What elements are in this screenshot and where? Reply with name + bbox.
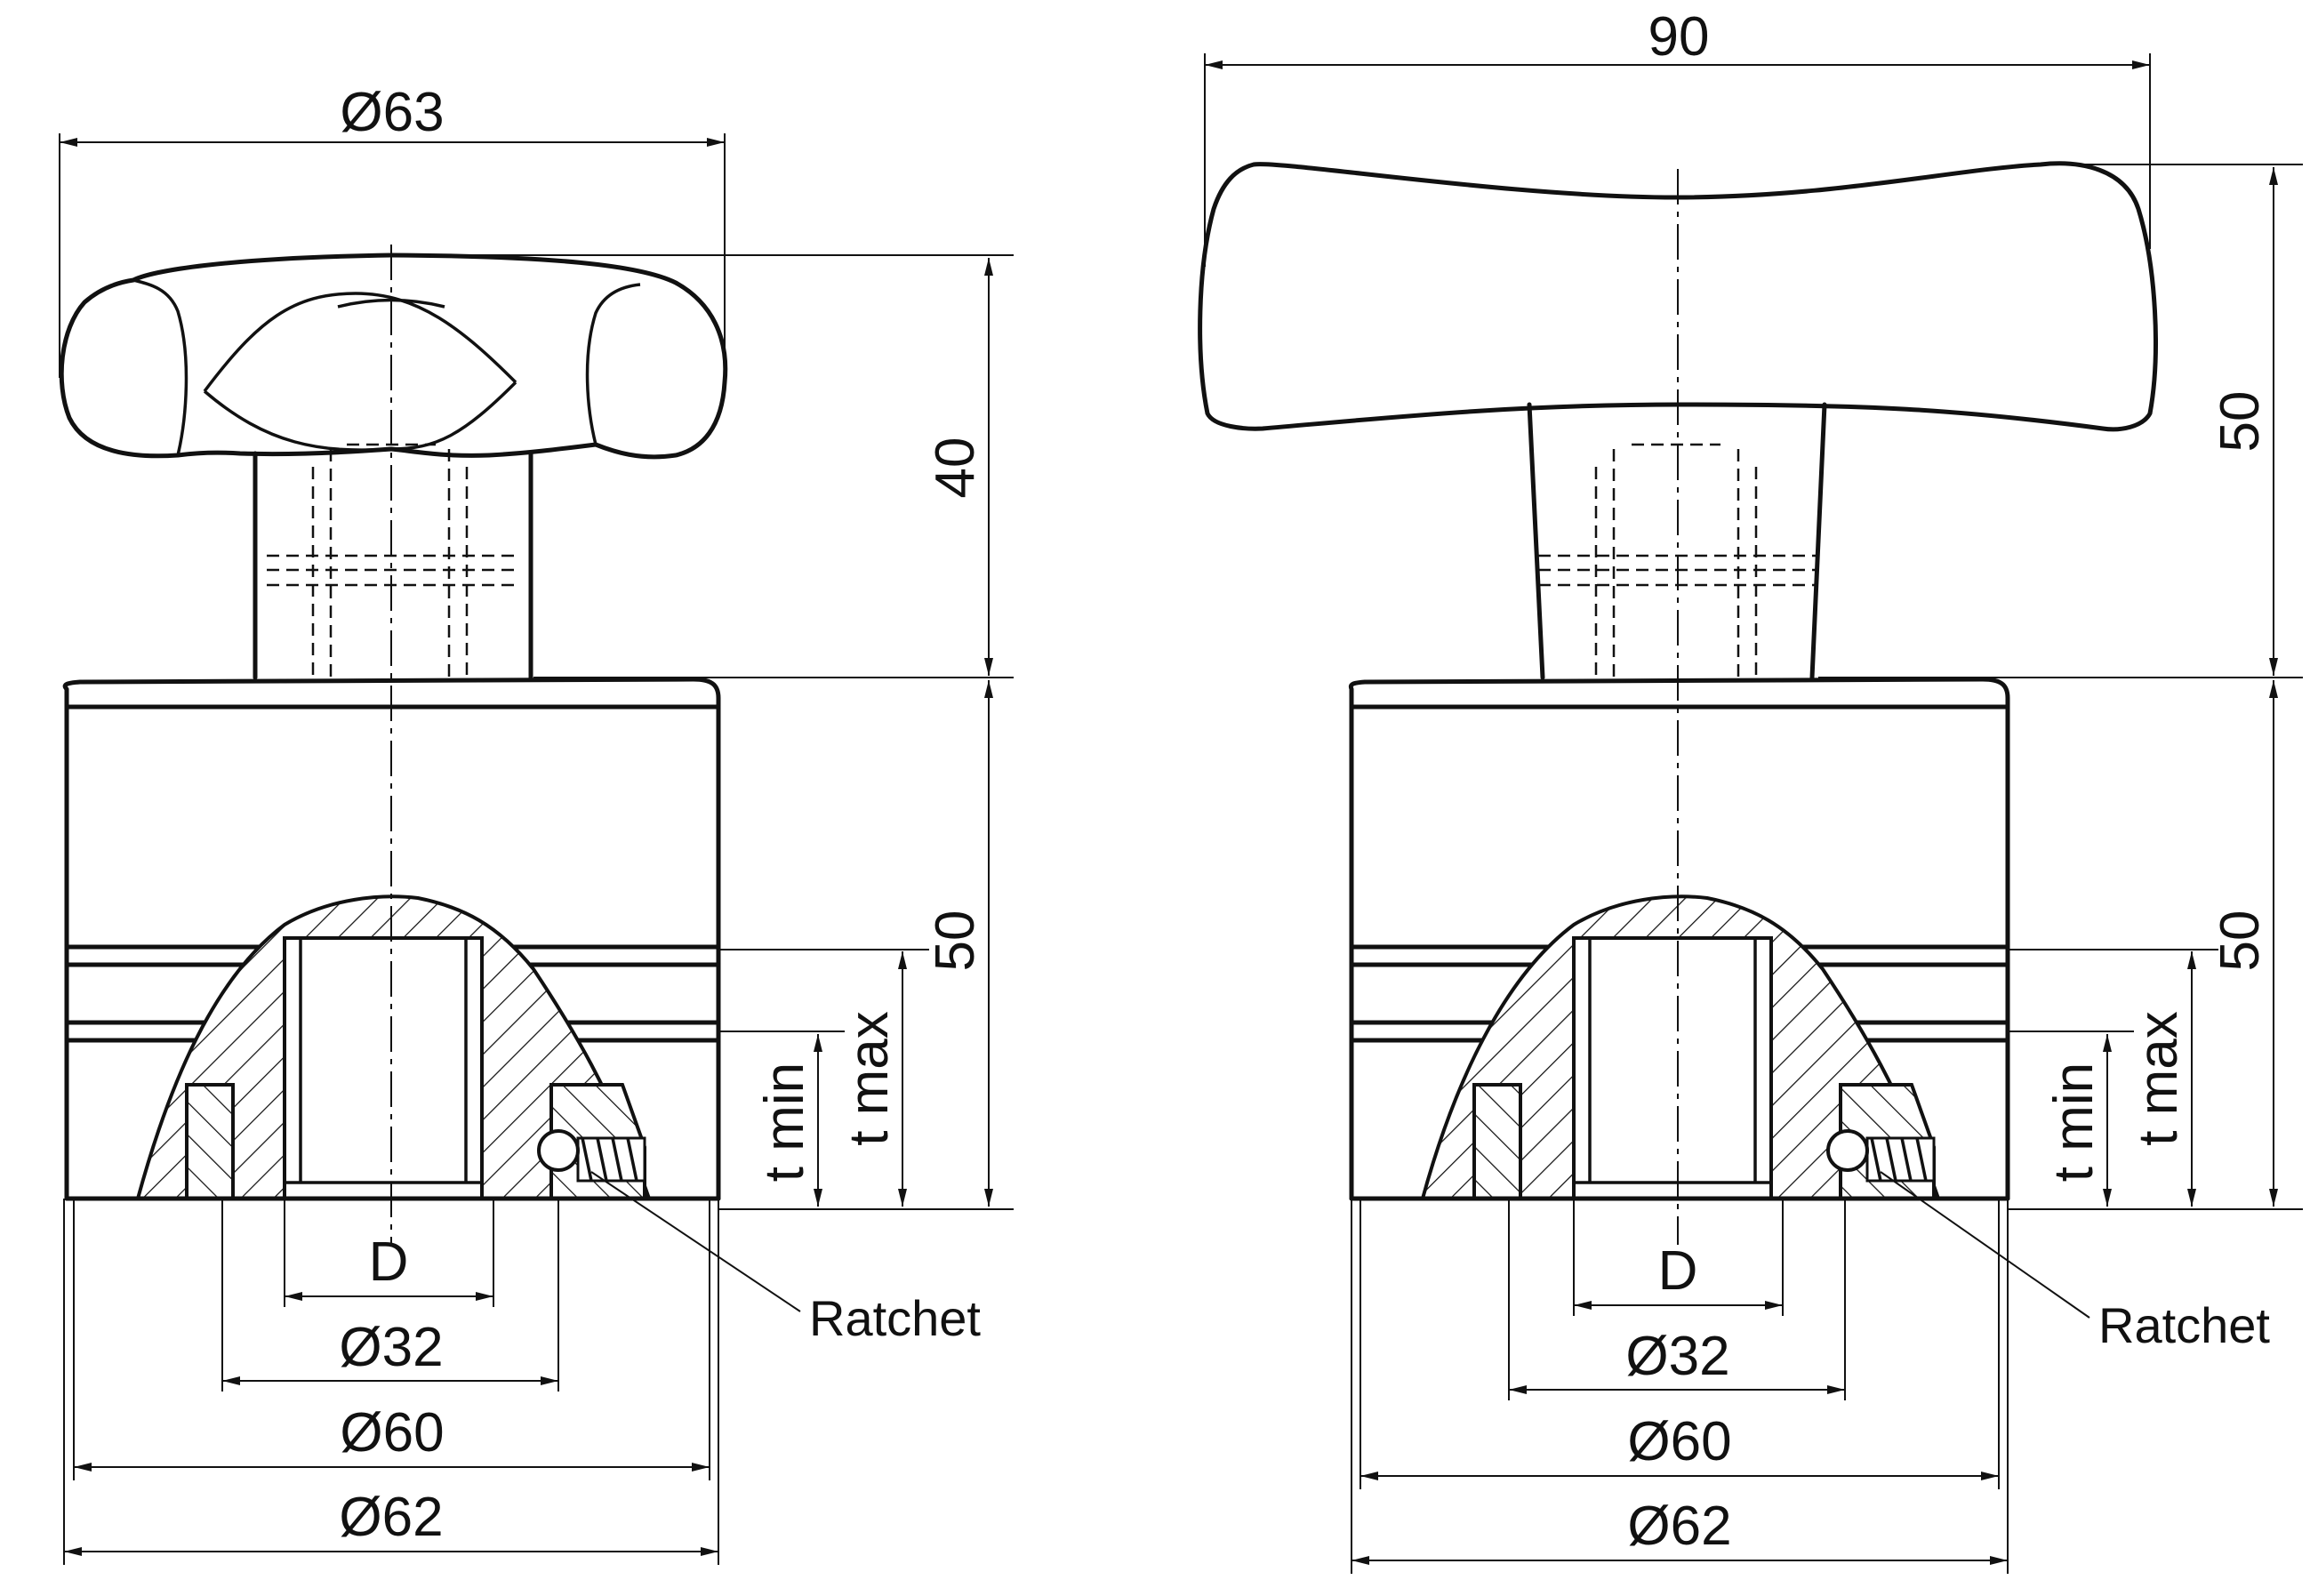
right-view: 90 50 50 t max t min D — [1198, 6, 2303, 1574]
left-dim-body-height: 50 — [718, 680, 1014, 1210]
right-dim-dia-60: Ø60 — [1360, 1199, 2000, 1489]
right-dim-dia-32: Ø32 — [1508, 1199, 1846, 1400]
left-label-dia-62: Ø62 — [339, 1487, 443, 1548]
left-label-d: D — [369, 1231, 409, 1293]
left-star-knob — [59, 253, 728, 460]
right-label-dia-62: Ø62 — [1627, 1496, 1731, 1557]
left-dim-bore-d: D — [284, 1199, 494, 1307]
right-label-90: 90 — [1648, 6, 1710, 68]
left-dim-dia-60: Ø60 — [73, 1199, 710, 1480]
left-shaft — [253, 443, 533, 680]
left-dim-dia-62: Ø62 — [63, 1199, 719, 1565]
left-ratchet-ball — [537, 1129, 580, 1172]
right-label-t-min: t min — [2043, 1063, 2105, 1182]
left-dim-t-max: t max — [718, 949, 929, 1207]
left-label-50: 50 — [925, 910, 986, 972]
right-label-dia-60: Ø60 — [1627, 1411, 1731, 1472]
left-dim-knob-height: 40 — [391, 254, 1014, 678]
right-ratchet-spring — [1865, 1136, 1936, 1183]
left-label-dia-63: Ø63 — [340, 82, 444, 143]
left-label-dia-60: Ø60 — [340, 1402, 444, 1464]
right-body — [1348, 677, 2010, 1201]
right-label-50-bottom: 50 — [2210, 910, 2271, 972]
left-dim-t-min: t min — [718, 1031, 845, 1207]
left-label-ratchet: Ratchet — [809, 1290, 981, 1346]
left-label-t-min: t min — [754, 1063, 815, 1182]
left-label-dia-32: Ø32 — [339, 1317, 443, 1378]
left-dim-knob-dia: Ø63 — [59, 82, 726, 378]
right-dim-t-max: t max — [2008, 949, 2218, 1207]
right-dim-body-height: 50 — [2008, 680, 2303, 1210]
right-ratchet-ball — [1826, 1129, 1869, 1172]
right-label-50-top: 50 — [2210, 391, 2271, 453]
right-label-dia-32: Ø32 — [1625, 1326, 1729, 1387]
right-dim-handle-height: 50 — [1818, 164, 2303, 678]
left-label-40: 40 — [925, 437, 986, 499]
right-label-d: D — [1658, 1240, 1698, 1302]
right-dim-dia-62: Ø62 — [1351, 1199, 2009, 1574]
left-body — [62, 677, 721, 1201]
left-ratchet-callout: Ratchet — [590, 1171, 981, 1346]
left-ratchet-spring — [576, 1136, 646, 1183]
right-ratchet-callout: Ratchet — [1880, 1171, 2270, 1353]
right-dim-bore-d: D — [1573, 1199, 1784, 1316]
left-view: Ø63 40 50 t max t min D — [59, 82, 1014, 1565]
right-label-ratchet: Ratchet — [2098, 1297, 2270, 1353]
left-dim-dia-32: Ø32 — [221, 1199, 559, 1391]
right-dim-handle-width: 90 — [1204, 6, 2151, 267]
left-label-t-max: t max — [838, 1011, 900, 1146]
right-label-t-max: t max — [2128, 1011, 2189, 1146]
right-dim-t-min: t min — [2008, 1031, 2134, 1207]
right-t-handle — [1198, 161, 2158, 432]
